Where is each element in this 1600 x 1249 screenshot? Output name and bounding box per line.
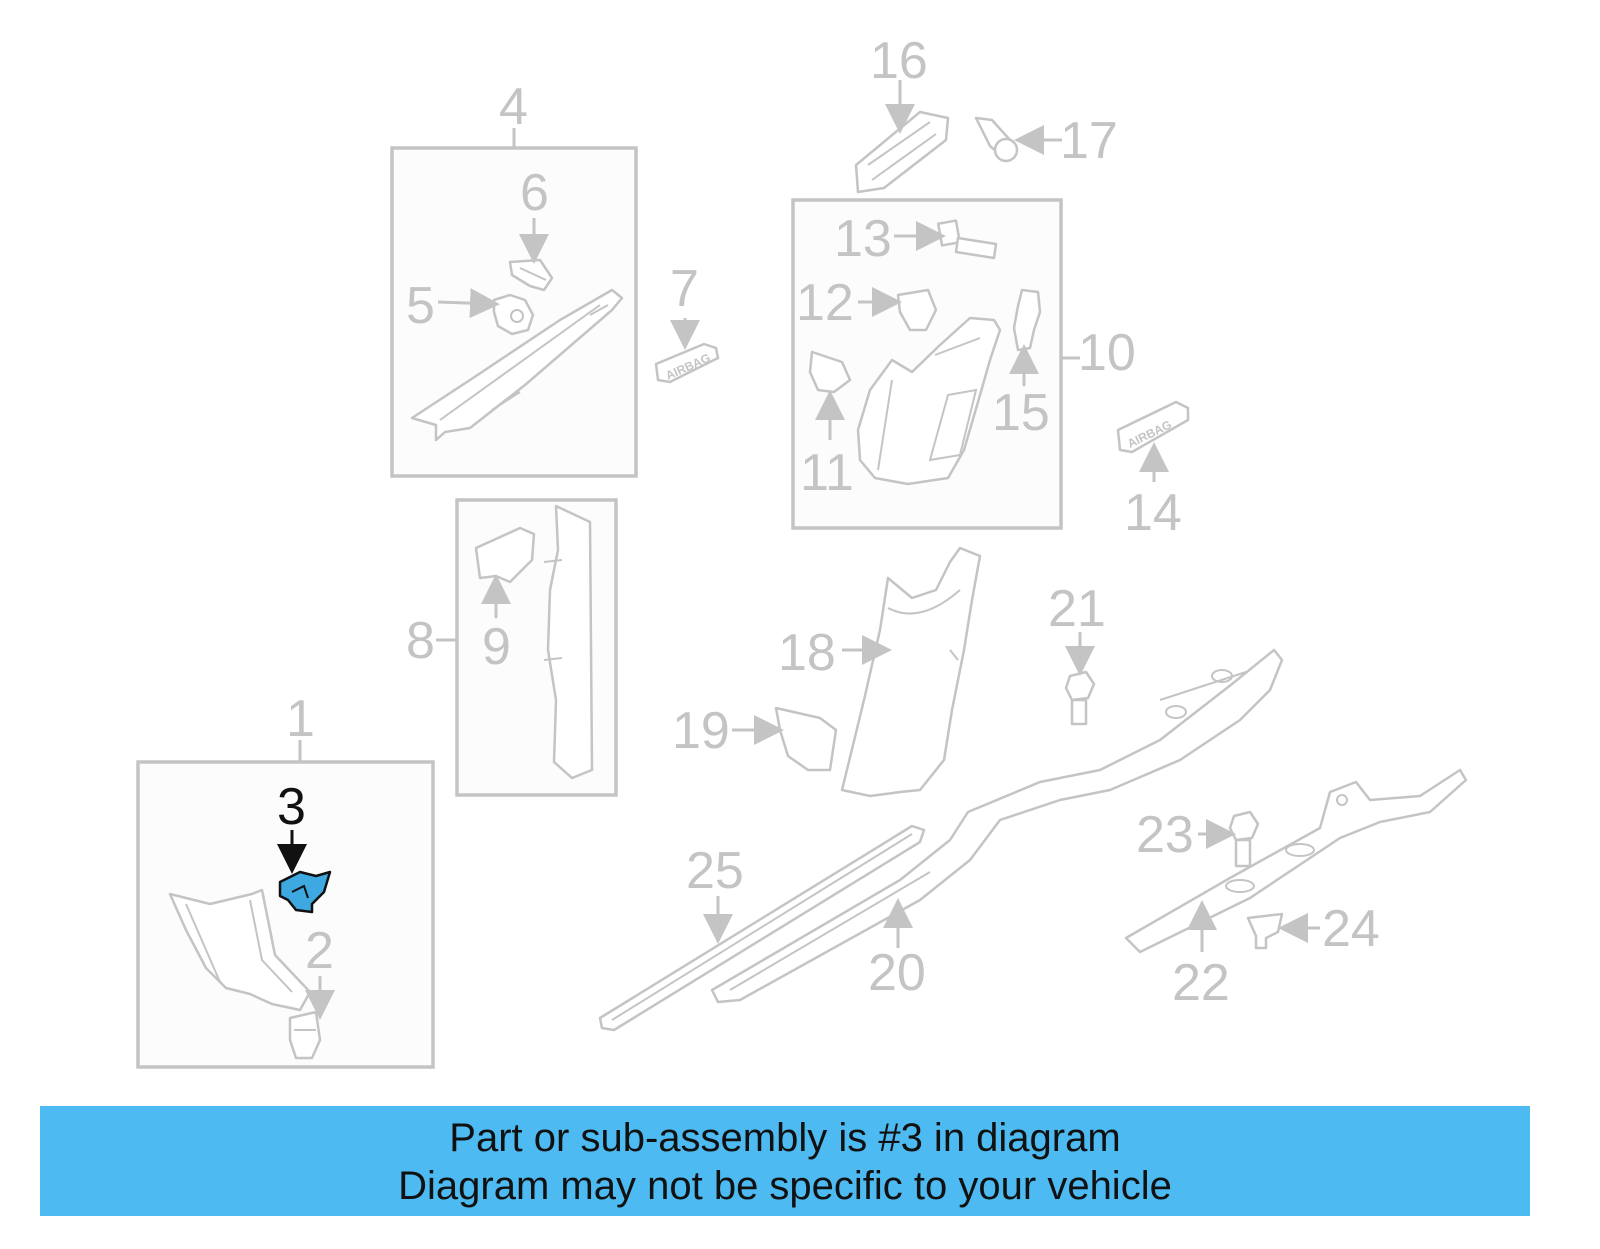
b-pillar-lower-trim [543, 504, 594, 780]
callout-18: 18 [778, 624, 836, 682]
callout-1: 1 [286, 690, 315, 748]
sill-trim-panel-20 [710, 648, 1284, 1004]
banner-line-disclaimer: Diagram may not be specific to your vehi… [398, 1164, 1172, 1208]
retainer-clip-2 [288, 1010, 322, 1060]
callout-10: 10 [1078, 324, 1136, 382]
callout-8: 8 [406, 612, 435, 670]
highlighted-clip-part-3 [278, 870, 332, 914]
parts-diagram: AIRBAG AIRBAG [136, 32, 1468, 1069]
callout-25: 25 [686, 842, 744, 900]
scuff-strip-25 [598, 824, 926, 1032]
callout-20: 20 [868, 944, 926, 1002]
callout-7: 7 [670, 260, 699, 318]
callout-11: 11 [800, 444, 854, 502]
callout-15: 15 [992, 384, 1050, 442]
clip-part-6 [508, 258, 554, 292]
banner-line-part: Part or sub-assembly is #3 in diagram [449, 1116, 1121, 1160]
b-pillar-lower-cover-18 [840, 546, 982, 798]
clip-part-19 [774, 706, 838, 772]
callout-13: 13 [834, 210, 892, 268]
callout-6: 6 [520, 164, 549, 222]
airbag-badge-14: AIRBAG [1116, 400, 1190, 454]
bolt-part-21 [1064, 670, 1096, 726]
airbag-badge-7: AIRBAG [654, 342, 720, 384]
a-pillar-trim-part [410, 288, 624, 442]
callout-21: 21 [1048, 580, 1106, 638]
callout-19: 19 [672, 702, 730, 760]
b-pillar-upper-trim [856, 316, 1002, 486]
bolt-part-23 [1228, 810, 1260, 868]
info-banner: Part or sub-assembly is #3 in diagram Di… [40, 1106, 1530, 1216]
callout-3: 3 [277, 778, 306, 836]
callout-14: 14 [1124, 484, 1182, 542]
callout-22: 22 [1172, 954, 1230, 1012]
callout-24: 24 [1322, 900, 1380, 958]
callout-2: 2 [305, 922, 334, 980]
callout-12: 12 [796, 274, 854, 332]
callout-4: 4 [499, 78, 528, 136]
callout-17: 17 [1060, 112, 1118, 170]
callout-16: 16 [870, 32, 928, 90]
callout-9: 9 [482, 618, 511, 676]
clip-part-24 [1246, 912, 1284, 950]
callout-5-leader [437, 288, 500, 319]
screw-part-17 [974, 116, 1019, 163]
kick-panel-trim [168, 888, 312, 1012]
callout-5: 5 [406, 277, 435, 335]
bracket-part-16 [854, 110, 950, 194]
callout-23: 23 [1136, 806, 1194, 864]
